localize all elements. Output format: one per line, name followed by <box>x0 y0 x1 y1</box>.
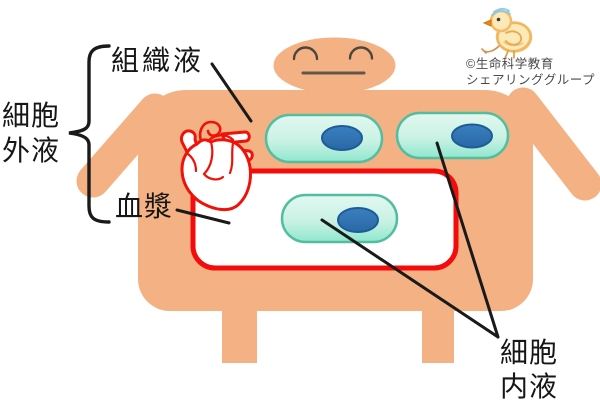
plasma-label: 血漿 <box>115 191 174 222</box>
annotations <box>68 44 500 339</box>
intracellular-fluid-label: 細胞内液 <box>500 337 559 402</box>
nucleus <box>451 123 493 149</box>
credit-line2: シェアリンググループ <box>466 72 596 87</box>
intracellular-pointer-line-2 <box>435 141 500 339</box>
nucleus <box>321 125 363 151</box>
credit-text: ©生命科学教育 シェアリンググループ <box>466 57 595 88</box>
tissue-fluid-label: 組織液 <box>111 45 205 76</box>
plasma-pointer-line <box>175 208 231 225</box>
right-arm <box>506 87 600 201</box>
credit-line1: ©生命科学教育 <box>466 57 554 71</box>
head <box>273 37 396 94</box>
left-eye-icon <box>292 46 319 61</box>
cell-in-vessel <box>280 193 399 244</box>
chick-mascot-icon <box>481 7 533 59</box>
right-eye-icon <box>348 46 374 60</box>
extracellular-fluid-label: 細胞外液 <box>2 100 61 166</box>
anatomical-heart-icon <box>180 120 254 212</box>
tissue-fluid-pointer-line <box>210 62 253 123</box>
cell-top-right <box>395 111 510 160</box>
face <box>292 46 374 75</box>
cell-top-left <box>264 113 384 164</box>
extracellular-brace <box>68 44 111 224</box>
nucleus <box>337 207 379 233</box>
intracellular-pointer-line-1 <box>320 218 500 339</box>
